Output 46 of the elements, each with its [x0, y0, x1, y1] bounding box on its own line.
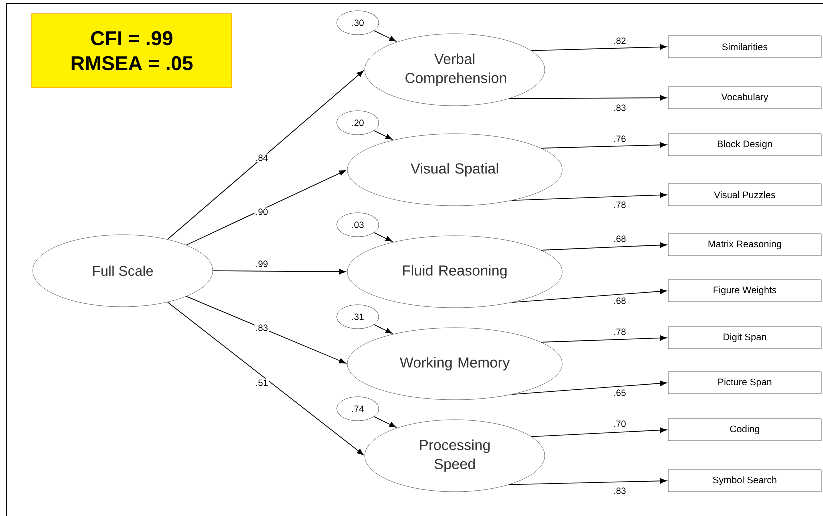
- indicator-box: Picture Span: [668, 372, 822, 394]
- fit-stats-box: CFI = .99 RMSEA = .05: [32, 14, 232, 88]
- edge-label: .68: [612, 234, 628, 244]
- edge-label: .83: [612, 104, 628, 112]
- indicator-box: Visual Puzzles: [668, 184, 822, 206]
- arrow: [508, 478, 668, 486]
- indicator-box: Figure Weights: [668, 280, 822, 302]
- edge-label: .70: [612, 420, 628, 428]
- arrow: [508, 95, 668, 101]
- indicator-box: Symbol Search: [668, 470, 822, 492]
- indicator-box: Coding: [668, 418, 822, 442]
- edge-label: .99: [254, 260, 270, 268]
- arrow: [374, 232, 393, 242]
- arrow: [167, 70, 364, 240]
- edge-label: .68: [612, 296, 628, 306]
- edge-label: .82: [612, 36, 628, 46]
- edge-label: .90: [254, 208, 270, 216]
- indicator-box: Similarities: [668, 36, 822, 58]
- edge-label: .76: [612, 134, 628, 144]
- arrow: [374, 130, 393, 140]
- edge-label: .83: [254, 324, 270, 332]
- arrow: [186, 296, 346, 364]
- arrow: [186, 170, 346, 246]
- edge-label: .51: [254, 378, 270, 388]
- arrow: [167, 302, 364, 456]
- edge-label: .65: [612, 388, 628, 398]
- edge-label: .84: [254, 154, 270, 162]
- arrow: [541, 142, 668, 149]
- indicator-box: Vocabulary: [668, 86, 822, 110]
- edge-label: .78: [612, 200, 628, 210]
- arrow: [541, 336, 668, 343]
- arrow: [531, 428, 668, 438]
- edge-label: .78: [612, 328, 628, 336]
- arrow: [531, 44, 668, 52]
- indicator-box: Block Design: [668, 134, 822, 156]
- arrow: [512, 288, 668, 303]
- indicator-box: Digit Span: [668, 326, 822, 350]
- indicator-box: Matrix Reasoning: [668, 234, 822, 256]
- arrow: [512, 380, 668, 395]
- arrow: [374, 416, 396, 428]
- arrow: [541, 242, 668, 251]
- edge-label: .83: [612, 486, 628, 496]
- arrow: [512, 192, 668, 201]
- arrow: [374, 30, 396, 42]
- arrow: [212, 269, 346, 275]
- arrow: [374, 324, 393, 334]
